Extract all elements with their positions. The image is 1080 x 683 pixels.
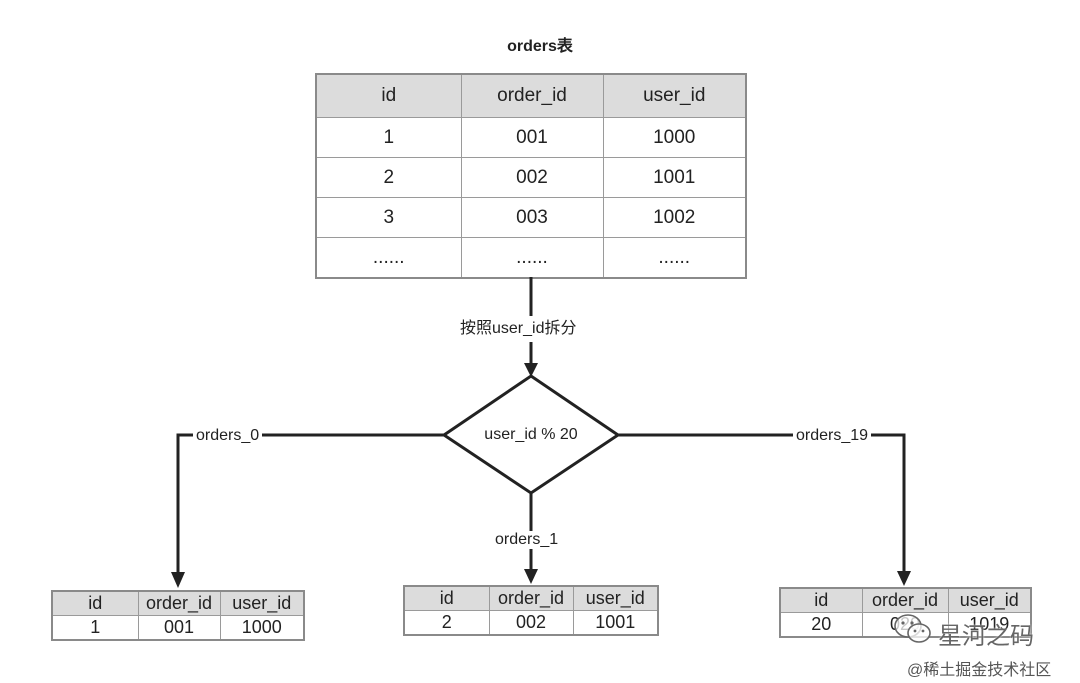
header-cell: user_id bbox=[947, 587, 1032, 613]
header-cell: id bbox=[403, 585, 490, 611]
header-cell: order_id bbox=[861, 587, 949, 613]
watermark-site: @稀土掘金技术社区 bbox=[907, 662, 1052, 679]
header-cell: id bbox=[779, 587, 863, 613]
split-arrowhead bbox=[524, 363, 538, 377]
table-cell: ...... bbox=[460, 237, 604, 279]
table-row: 3 003 1002 bbox=[315, 197, 747, 238]
table-cell: 1000 bbox=[602, 117, 747, 158]
table-row: ...... ...... ...... bbox=[315, 237, 747, 279]
header-cell: id bbox=[51, 590, 139, 616]
split-label: 按照user_id拆分 bbox=[460, 320, 577, 338]
branch-orders-0-line bbox=[176, 433, 444, 574]
header-cell: user_id bbox=[572, 585, 659, 611]
table-cell: 3 bbox=[315, 197, 462, 238]
branch-label-orders-19: orders_19 bbox=[793, 427, 872, 445]
table-cell: 001 bbox=[460, 117, 604, 158]
orders-table: id order_id user_id 1 001 1000 2 002 100… bbox=[315, 73, 747, 279]
table-header-row: id order_id user_id bbox=[51, 590, 305, 616]
orders-0-table: id order_id user_id 1 001 1000 bbox=[51, 590, 305, 641]
header-cell: order_id bbox=[488, 585, 574, 611]
table-row: 1 001 1000 bbox=[315, 117, 747, 158]
header-cell: order_id bbox=[460, 73, 604, 118]
header-cell: user_id bbox=[219, 590, 305, 616]
table-cell: ...... bbox=[602, 237, 747, 279]
table-cell: 1000 bbox=[219, 615, 305, 641]
diagram-title: orders表 bbox=[507, 38, 573, 55]
header-cell: id bbox=[315, 73, 462, 118]
decision-label: user_id % 20 bbox=[484, 426, 578, 443]
table-cell: 1002 bbox=[602, 197, 747, 238]
table-row: 1 001 1000 bbox=[51, 615, 305, 641]
header-cell: order_id bbox=[137, 590, 221, 616]
table-cell: 002 bbox=[488, 610, 574, 636]
watermark-brand: 星河之码 bbox=[938, 623, 1034, 650]
table-row: 2 002 1001 bbox=[315, 157, 747, 198]
table-cell: ...... bbox=[315, 237, 462, 279]
table-row: 2 002 1001 bbox=[403, 610, 659, 636]
wechat-logo-icon bbox=[893, 612, 933, 646]
table-cell: 1019 bbox=[947, 612, 1032, 638]
table-cell: 003 bbox=[460, 197, 604, 238]
table-cell: 001 bbox=[137, 615, 221, 641]
table-header-row: id order_id user_id bbox=[403, 585, 659, 611]
table-cell: 1 bbox=[51, 615, 139, 641]
table-header-row: id order_id user_id bbox=[315, 73, 747, 118]
table-cell: 2 bbox=[403, 610, 490, 636]
table-header-row: id order_id user_id bbox=[779, 587, 1032, 613]
branch-orders-19-line bbox=[618, 433, 906, 572]
table-cell: 20 bbox=[779, 612, 863, 638]
branch-label-orders-0: orders_0 bbox=[193, 427, 263, 445]
branch-label-orders-1: orders_1 bbox=[492, 531, 562, 549]
table-cell: 1001 bbox=[572, 610, 659, 636]
branch-orders-19-arrowhead bbox=[897, 571, 911, 586]
table-cell: 1001 bbox=[602, 157, 747, 198]
orders-1-table: id order_id user_id 2 002 1001 bbox=[403, 585, 659, 636]
branch-orders-1-arrowhead bbox=[524, 569, 538, 584]
header-cell: user_id bbox=[602, 73, 747, 118]
branch-orders-0-arrowhead bbox=[171, 572, 185, 588]
